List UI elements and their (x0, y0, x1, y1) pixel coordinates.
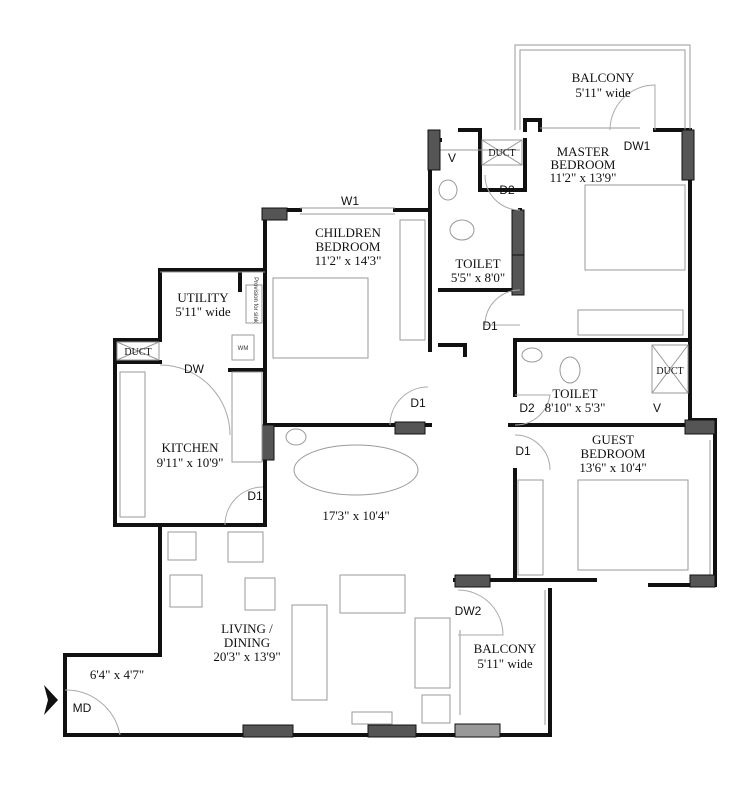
room-name: LIVING / (221, 621, 273, 636)
duct-master: DUCT (481, 139, 523, 166)
room-size: 20'3" x 13'9" (213, 649, 280, 664)
washbasin (438, 179, 458, 201)
room-name-2: DINING (224, 635, 270, 650)
duct-utility: DUCT (116, 341, 160, 361)
room-size: 5'11" wide (575, 85, 630, 100)
sink-provision (245, 284, 263, 324)
room-children-bedroom: CHILDREN BEDROOM 11'2" x 14'3" (315, 225, 382, 268)
washbasin (521, 347, 543, 363)
room-guest-bedroom: GUEST BEDROOM 13'6" x 10'4" (579, 432, 646, 475)
bed-guest (577, 479, 689, 571)
room-name: BALCONY (474, 641, 537, 656)
room-name-2: BEDROOM (315, 239, 380, 254)
duct-toilet2: DUCT (651, 344, 689, 394)
room-size: 6'4" x 4'7" (90, 667, 144, 682)
room-foyer: 6'4" x 4'7" (90, 667, 144, 682)
bed-master (584, 184, 686, 271)
wardrobe-children (399, 219, 426, 341)
wardrobe-guest (517, 479, 544, 576)
tag-w1: W1 (341, 194, 359, 208)
room-name: CHILDREN (315, 225, 381, 240)
room-toilet-1: TOILET 5'5" x 8'0" (451, 256, 505, 285)
wm-label: WM (238, 346, 249, 352)
sofa-left (291, 604, 328, 701)
tag-d1: D1 (247, 489, 263, 503)
room-name: TOILET (455, 256, 500, 271)
washbasin (285, 428, 307, 446)
tag-d2: D2 (519, 401, 535, 415)
room-size: 13'6" x 10'4" (579, 460, 646, 475)
room-size: 17'3" x 10'4" (322, 508, 389, 523)
tag-v: V (653, 401, 661, 415)
chair (244, 577, 276, 611)
room-living: LIVING / DINING 20'3" x 13'9" (213, 621, 280, 664)
sink-provision-label: Provision for sink (252, 277, 258, 324)
bed-children (272, 277, 369, 359)
doors (64, 84, 656, 736)
room-name: UTILITY (177, 290, 229, 305)
room-size: 11'2" x 13'9" (550, 170, 617, 185)
room-name-2: BEDROOM (580, 446, 645, 461)
duct-label: DUCT (656, 366, 683, 377)
tag-d2: D2 (499, 183, 515, 197)
duct-label: DUCT (488, 148, 515, 159)
opening-tags: W1 V D2 DW1 D1 DW D1 D2 V D1 D1 DW2 MD (73, 139, 661, 715)
room-kitchen: KITCHEN 9'11" x 10'9" (157, 440, 224, 470)
room-size: 5'5" x 8'0" (451, 270, 505, 285)
chair (421, 694, 451, 724)
kitchen-counter-right (231, 371, 263, 463)
tag-d1: D1 (482, 319, 498, 333)
tag-dw2: DW2 (455, 604, 482, 618)
tag-md: MD (73, 701, 92, 715)
room-size: 5'11" wide (175, 304, 230, 319)
walls (63, 118, 717, 737)
room-name: KITCHEN (161, 440, 219, 455)
tag-d1: D1 (410, 396, 426, 410)
tag-v: V (448, 151, 456, 165)
sofa-right (414, 617, 451, 689)
toilet-seat (559, 356, 581, 384)
wardrobe-master (577, 309, 684, 336)
sofa (339, 574, 406, 614)
duct-label: DUCT (124, 347, 151, 358)
dining-table (293, 444, 419, 496)
room-name: BALCONY (572, 70, 635, 85)
room-size: 8'10" x 5'3" (545, 400, 606, 415)
pillars (242, 129, 716, 738)
furniture: WM Provision for sink (119, 179, 689, 725)
room-utility: UTILITY 5'11" wide (175, 290, 230, 319)
entrance-arrow-icon (44, 685, 58, 715)
tag-dw: DW (184, 362, 205, 376)
room-dining: 17'3" x 10'4" (322, 508, 389, 523)
room-master-bedroom: MASTER BEDROOM 11'2" x 13'9" (550, 144, 617, 185)
toilet-seat (449, 219, 475, 241)
room-name-2: BEDROOM (550, 157, 615, 172)
room-balcony-bottom: BALCONY 5'11" wide (474, 641, 537, 671)
chair (167, 531, 197, 561)
tv-unit (351, 711, 393, 725)
washing-machine (231, 334, 255, 361)
chair (169, 574, 203, 608)
room-name: MASTER (557, 144, 610, 159)
room-size: 11'2" x 14'3" (315, 253, 382, 268)
room-toilet-2: TOILET 8'10" x 5'3" (545, 386, 606, 415)
chair (227, 531, 264, 563)
room-size: 5'11" wide (477, 656, 532, 671)
tag-d1: D1 (515, 444, 531, 458)
room-name: GUEST (592, 432, 634, 447)
tag-dw1: DW1 (624, 139, 651, 153)
kitchen-counter (119, 371, 146, 518)
room-balcony-top: BALCONY 5'11" wide (572, 70, 635, 100)
room-name: TOILET (552, 386, 597, 401)
room-size: 9'11" x 10'9" (157, 455, 224, 470)
